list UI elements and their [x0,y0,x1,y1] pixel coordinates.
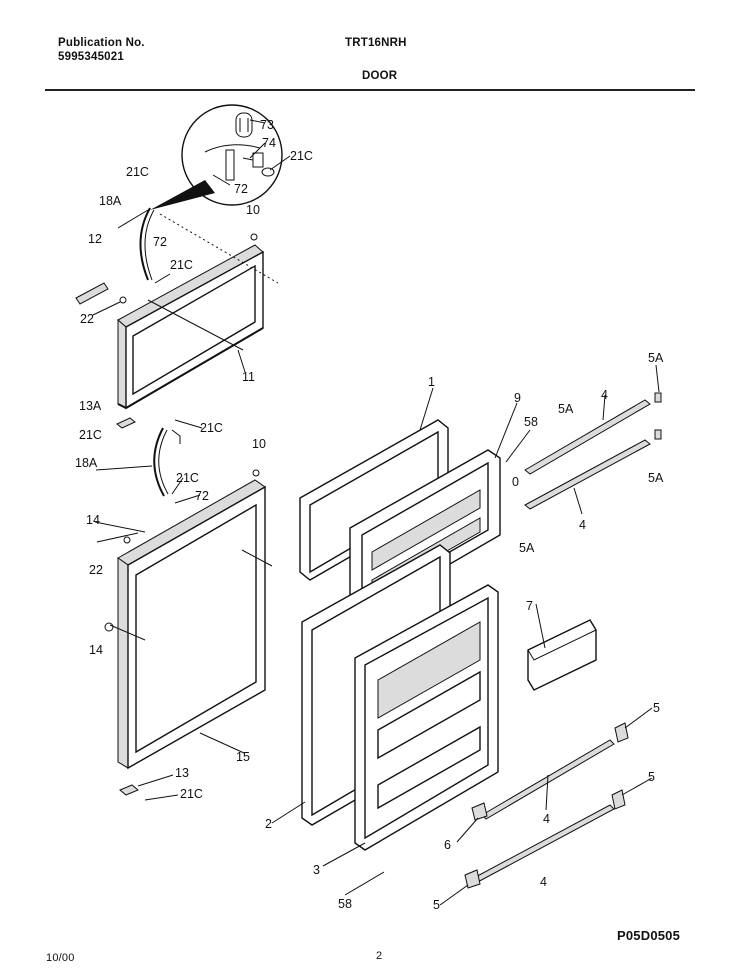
callout-5a-bottom: 5A [519,541,535,555]
screw-22-lower [123,536,131,544]
leader-lines [92,119,660,906]
model-number: TRT16NRH [345,37,407,49]
callout-12: 12 [88,232,102,246]
callout-21c-lower-top: 21C [200,421,223,435]
callout-21c-bottom: 21C [180,787,203,801]
callout-10-upper: 10 [246,203,260,217]
callout-73: 73 [260,118,274,132]
fresh-food-door-frame [109,479,273,770]
callout-4-mid: 4 [579,518,586,532]
callout-74: 74 [262,136,276,150]
callout-72-upper: 72 [153,235,167,249]
callout-72-lower: 72 [195,489,209,503]
callout-14-lower: 14 [89,643,103,657]
callout-labels: 73 74 21C 72 21C 18A 72 10 12 21C 22 11 … [75,118,664,912]
callout-9: 9 [514,391,521,405]
callout-5a-left: 5A [558,402,574,416]
callout-6: 6 [444,838,451,852]
bushing-10-lower [252,469,260,477]
handle-lower [153,427,181,497]
callout-18a-upper: 18A [99,194,122,208]
footer-date: 10/00 [46,952,75,964]
callout-13: 13 [175,766,189,780]
rails-upper [524,392,662,510]
callout-13a: 13A [79,399,102,413]
callout-1: 1 [428,375,435,389]
callout-15: 15 [236,750,250,764]
callout-7: 7 [526,599,533,613]
callout-5-mid: 5 [648,770,655,784]
callout-11: 11 [242,370,255,384]
part-12-strip [75,282,109,305]
callout-3: 3 [313,863,320,877]
publication-number: 5995345021 [58,51,124,63]
callout-5-upper: 5 [653,701,660,715]
gasket-upper [299,419,449,581]
callout-4-upper: 4 [601,388,608,402]
handle-upper [139,207,155,281]
callout-72-detail: 72 [234,182,248,196]
callout-14-upper: 14 [86,513,100,527]
callout-21c-upper: 21C [126,165,149,179]
callout-22-upper: 22 [80,312,94,326]
callout-4-lower: 4 [543,812,550,826]
callout-21c-hinge: 21C [79,428,102,442]
plug-14 [104,622,114,632]
publication-label: Publication No. [58,37,145,49]
callout-2: 2 [265,817,272,831]
section-title: DOOR [362,70,398,82]
callout-58-lower: 58 [338,897,352,911]
callout-5a-right: 5A [648,471,664,485]
screw-22-upper [119,296,127,304]
callout-18a-lower: 18A [75,456,98,470]
footer-code: P05D0505 [617,928,681,943]
inner-door-lower [354,584,499,851]
callout-21c-lower: 21C [176,471,199,485]
callout-21c-detail: 21C [290,149,313,163]
bushing-10-upper [250,233,258,241]
callout-58-upper: 58 [524,415,538,429]
freezer-door-frame [117,213,279,410]
callout-10-lower: 10 [252,437,266,451]
callout-0: 0 [512,475,519,489]
footer-page: 2 [376,950,383,962]
callout-5-lower: 5 [433,898,440,912]
callout-22-lower: 22 [89,563,103,577]
callout-4-bottom: 4 [540,875,547,889]
detail-bubble [150,104,283,210]
hinge-13a [116,417,136,429]
callout-21c-mid: 21C [170,258,193,272]
callout-5a-topright: 5A [648,351,664,365]
shelf-bin-7 [527,619,597,691]
hinge-13 [119,784,139,796]
header-rule [45,89,695,91]
